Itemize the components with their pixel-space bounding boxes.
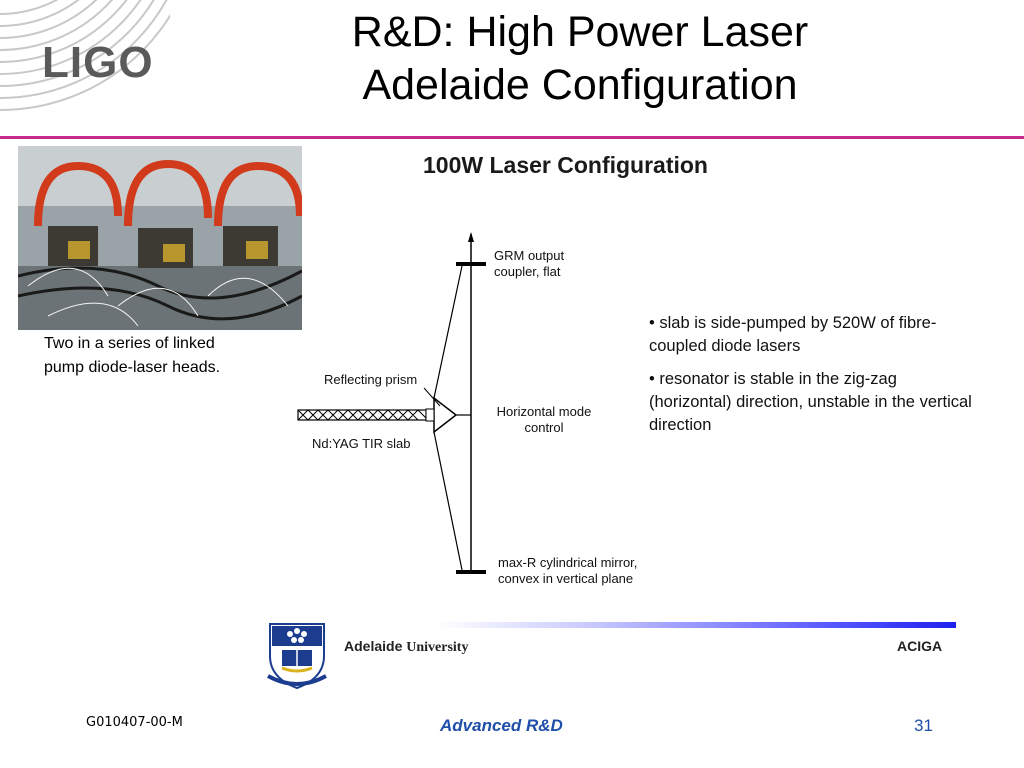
nd-yag-slab-label: Nd:YAG TIR slab (312, 436, 411, 451)
grm-label-line-1: GRM output (494, 248, 565, 263)
slide-title: R&D: High Power Laser Adelaide Configura… (260, 6, 900, 112)
ligo-logo: LIGO (42, 38, 154, 87)
reflecting-prism-label: Reflecting prism (324, 372, 418, 387)
photo-caption: Two in a series of linked pump diode-las… (44, 332, 220, 380)
caption-line-2: pump diode-laser heads. (44, 359, 221, 376)
mirror-label-line-2: convex in vertical plane (498, 571, 634, 586)
grm-output-coupler-label: GRM output coupler, flat (494, 248, 564, 280)
horizontal-mode-control-label: Horizontal mode control (494, 404, 594, 436)
footer-section-title: Advanced R&D (440, 716, 563, 735)
diagram-title: 100W Laser Configuration (423, 152, 708, 178)
page-number: 31 (914, 716, 933, 735)
institution-name: Adelaide University (344, 638, 468, 656)
title-divider (0, 136, 1024, 139)
adelaide-crest-icon (267, 623, 327, 690)
title-line-2: Adelaide Configuration (362, 61, 798, 109)
caption-line-1: Two in a series of linked (44, 335, 215, 352)
ligo-logo-arcs-icon (0, 0, 170, 112)
bullet-list: • slab is side-pumped by 520W of fibre-c… (649, 312, 979, 447)
grm-label-line-2: coupler, flat (494, 264, 561, 279)
bullet-item: • slab is side-pumped by 520W of fibre-c… (649, 314, 937, 355)
gradient-divider (436, 622, 956, 628)
laser-resonator-diagram (297, 232, 486, 574)
title-line-1: R&D: High Power Laser (351, 8, 809, 56)
diode-laser-photo (18, 146, 302, 330)
mirror-label-line-1: max-R cylindrical mirror, (498, 555, 638, 570)
institution-name-rest: University (406, 640, 469, 655)
bullet-item: • resonator is stable in the zig-zag (ho… (649, 370, 972, 434)
hmc-label-line-2: control (524, 420, 564, 435)
institution-name-bold: Adelaide (344, 638, 403, 654)
max-r-mirror-label: max-R cylindrical mirror, convex in vert… (498, 555, 637, 587)
hmc-label-line-1: Horizontal mode (496, 404, 592, 419)
aciga-label: ACIGA (897, 638, 943, 654)
document-id: G010407-00-M (86, 715, 183, 730)
